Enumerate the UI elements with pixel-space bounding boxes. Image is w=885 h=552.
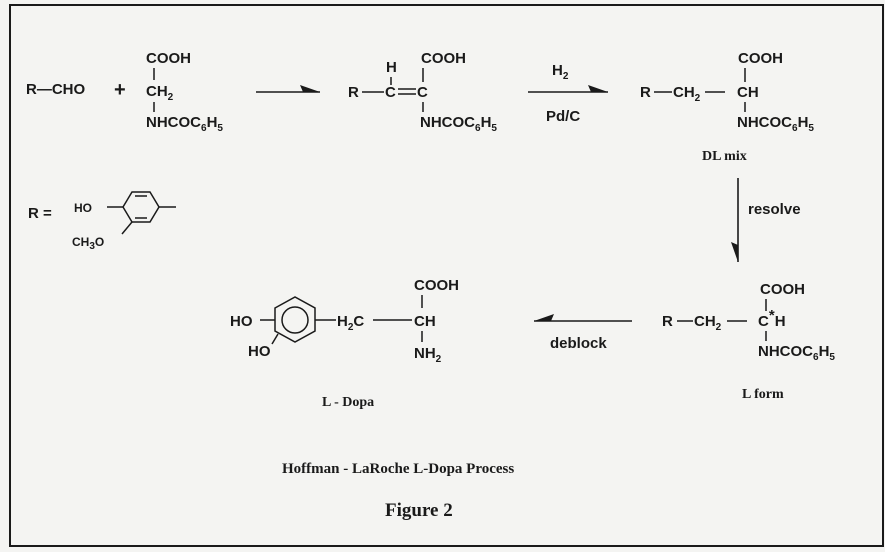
svg-text:C: C (385, 84, 396, 101)
svg-text:COOH: COOH (738, 50, 783, 67)
h2-reagent: H2 (552, 62, 569, 82)
svg-text:NHCOC6H5: NHCOC6H5 (737, 114, 814, 134)
svg-text:COOH: COOH (760, 281, 805, 298)
caption-title: Hoffman - LaRoche L-Dopa Process (282, 461, 514, 477)
plus-sign: + (114, 79, 126, 101)
dehydroamino-acid: R H C C COOH NHCOC6H5 (348, 50, 497, 134)
benzoylglycine: COOH CH2 NHCOC6H5 (146, 50, 223, 134)
svg-text:CH: CH (414, 313, 436, 330)
svg-text:NH2: NH2 (414, 345, 442, 365)
methoxy-label: CH3O (72, 235, 104, 252)
aldehyde: R—CHO (26, 81, 85, 98)
svg-text:NHCOC6H5: NHCOC6H5 (146, 114, 223, 134)
caption-figure: Figure 2 (385, 500, 453, 521)
hydroxy-label: HO (74, 201, 92, 215)
resolve-label: resolve (748, 201, 801, 218)
deblock-label: deblock (550, 335, 607, 352)
arrow-condensation-head (300, 85, 320, 92)
svg-text:CH2: CH2 (673, 84, 701, 104)
svg-text:COOH: COOH (421, 50, 466, 67)
svg-text:R: R (662, 313, 673, 330)
svg-text:CH: CH (737, 84, 759, 101)
l-dopa-label: L - Dopa (322, 395, 374, 410)
hydroxy-top: HO (230, 313, 253, 330)
svg-text:NHCOC6H5: NHCOC6H5 (420, 114, 497, 134)
svg-text:R: R (348, 84, 359, 101)
arrow-hydrogenation-head (588, 85, 608, 92)
l-form-structure: R CH2 COOH C*H NHCOC6H5 (662, 281, 835, 363)
svg-text:C: C (417, 84, 428, 101)
svg-text:H: H (386, 59, 397, 76)
l-form-label: L form (742, 387, 784, 402)
hydroxy-bottom: HO (248, 343, 271, 360)
r-group-structure: HO CH3O (72, 191, 176, 252)
svg-text:R: R (640, 84, 651, 101)
arrow-deblock-head (534, 314, 554, 321)
figure-border (9, 4, 884, 547)
catalyst-label: Pd/C (546, 108, 580, 125)
dl-product: R CH2 COOH CH NHCOC6H5 (640, 50, 814, 134)
svg-text:H2C: H2C (337, 313, 364, 333)
svg-text:COOH: COOH (146, 50, 191, 67)
dl-mix-label: DL mix (702, 149, 747, 164)
svg-text:CH2: CH2 (694, 313, 722, 333)
svg-text:NHCOC6H5: NHCOC6H5 (758, 343, 835, 363)
r-definition-label: R = (28, 205, 52, 222)
svg-text:COOH: COOH (414, 277, 459, 294)
svg-text:C*H: C*H (758, 307, 786, 330)
l-dopa-structure: HO HO H2C COOH CH NH2 (230, 277, 459, 365)
svg-text:CH2: CH2 (146, 83, 174, 103)
arrow-resolve-head (731, 242, 738, 262)
